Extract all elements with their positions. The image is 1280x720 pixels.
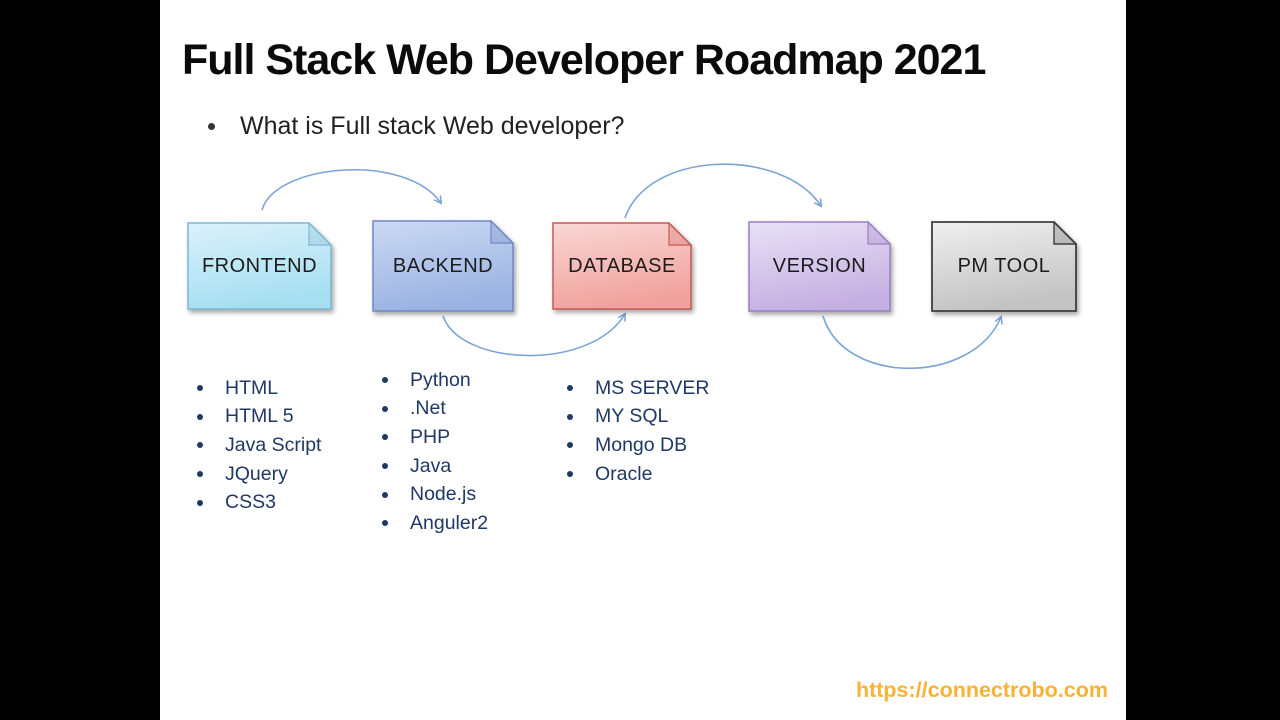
arrow-version-to-pmtool (822, 315, 1003, 369)
bullet-dot (567, 471, 573, 478)
bullet-dot (382, 463, 388, 470)
skill-label: Anguler2 (410, 511, 489, 534)
list-item: JQuery (197, 460, 321, 489)
question-bullet: What is Full stack Web developer? (208, 112, 624, 141)
bullet-dot (197, 385, 203, 392)
list-item: HTML (197, 374, 321, 403)
node-label: VERSION (772, 255, 867, 277)
folded-rect-shape (748, 221, 891, 312)
bullet-dot (382, 377, 388, 384)
question-text: What is Full stack Web developer? (240, 112, 625, 140)
bullet-dot (197, 499, 203, 506)
arrow-frontend-to-backend (261, 169, 443, 211)
list-item: Mongo DB (567, 431, 710, 460)
bullet-dot (197, 442, 203, 449)
bullet-dot (382, 434, 388, 441)
list-item: MY SQL (567, 403, 710, 432)
bullet-dot (382, 405, 388, 412)
skill-label: PHP (410, 425, 451, 448)
skill-label: .Net (410, 397, 446, 420)
node-database: DATABASE (552, 222, 692, 310)
node-backend: BACKEND (372, 220, 514, 312)
bullet-dot (382, 520, 388, 527)
node-frontend: FRONTEND (187, 222, 332, 310)
skill-label: Mongo DB (595, 433, 688, 456)
skill-label: HTML 5 (225, 405, 294, 428)
bullet-dot (567, 385, 573, 392)
list-item: HTML 5 (197, 403, 321, 432)
site-url: https://connectrobo.com (855, 678, 1108, 702)
skill-label: Java (410, 454, 452, 477)
list-item: .Net (382, 395, 488, 424)
node-pmtool: PM TOOL (931, 221, 1077, 312)
skill-label: MY SQL (595, 405, 669, 428)
list-item: Anguler2 (382, 509, 488, 538)
node-label: BACKEND (392, 254, 494, 277)
letterbox-bar-right (1126, 0, 1280, 720)
folded-rect-shape (372, 220, 514, 312)
bullet-dot (208, 123, 215, 130)
node-label: FRONTEND (201, 254, 318, 277)
skill-label: MS SERVER (595, 376, 710, 399)
list-item: Python (382, 366, 488, 395)
backend-skill-list: Python .Net PHP Java Node.js Anguler2 (382, 366, 488, 538)
skill-label: Java Script (225, 433, 322, 456)
node-label: PM TOOL (957, 255, 1051, 277)
bullet-dot (567, 413, 573, 420)
folded-rect-shape (187, 222, 332, 310)
node-version: VERSION (748, 221, 891, 312)
folded-rect-shape (552, 222, 692, 310)
skill-label: HTML (225, 376, 279, 399)
list-item: MS SERVER (567, 374, 710, 403)
letterbox-bar-left (0, 0, 160, 720)
bullet-dot (197, 471, 203, 478)
list-item: CSS3 (197, 488, 321, 517)
list-item: Java (382, 452, 488, 481)
bullet-dot (382, 491, 388, 498)
skill-label: JQuery (225, 462, 288, 485)
arrow-database-to-version (624, 163, 823, 219)
page-title: Full Stack Web Developer Roadmap 2021 (182, 36, 986, 84)
bullet-dot (197, 413, 203, 420)
skill-label: Python (410, 368, 471, 391)
frontend-skill-list: HTML HTML 5 Java Script JQuery CSS3 (197, 374, 321, 517)
arrow-backend-to-database (442, 312, 627, 357)
database-skill-list: MS SERVER MY SQL Mongo DB Oracle (567, 374, 710, 488)
skill-label: Node.js (410, 483, 477, 506)
list-item: Oracle (567, 460, 710, 489)
list-item: Node.js (382, 480, 488, 509)
folded-rect-shape (931, 221, 1077, 312)
skill-label: CSS3 (225, 491, 276, 514)
list-item: PHP (382, 423, 488, 452)
flow-arrows (261, 163, 1003, 369)
presentation-slide: Full Stack Web Developer Roadmap 2021 Wh… (160, 0, 1126, 720)
node-label: DATABASE (568, 254, 676, 277)
bullet-dot (567, 442, 573, 449)
list-item: Java Script (197, 431, 321, 460)
skill-label: Oracle (595, 462, 653, 485)
